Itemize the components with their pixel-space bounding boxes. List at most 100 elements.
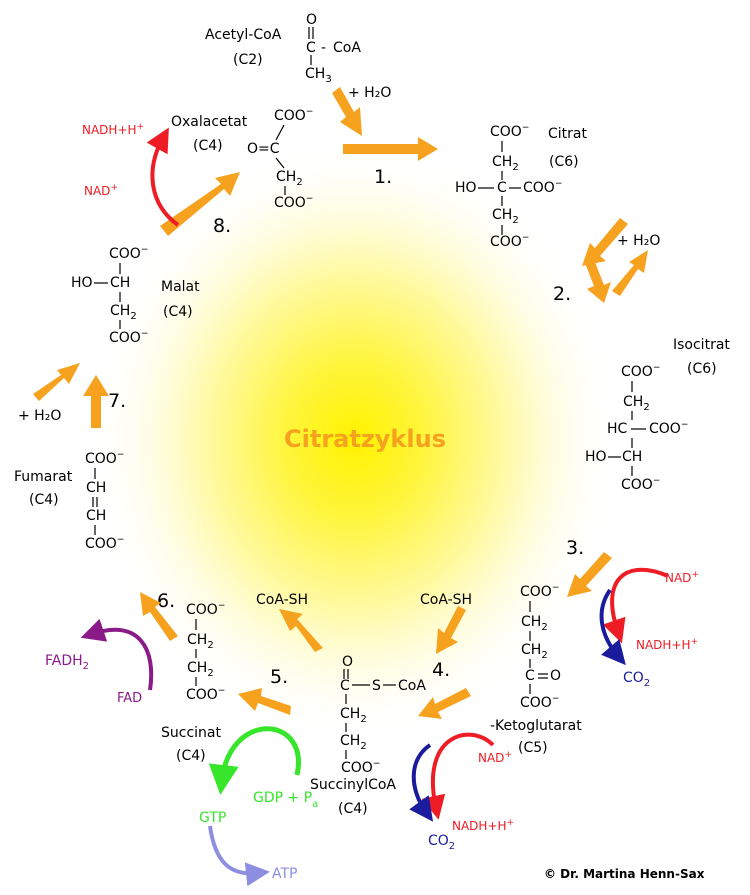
svg-text:COO−: COO− <box>649 420 688 437</box>
svg-text:COO−: COO− <box>85 450 124 467</box>
svg-text:CH2: CH2 <box>340 733 367 752</box>
copyright-notice: © Dr. Martina Henn-Sax <box>544 867 705 881</box>
svg-text:CH2: CH2 <box>340 706 367 725</box>
svg-text:CH2: CH2 <box>187 632 214 651</box>
fumarat-label: Fumarat <box>14 469 73 485</box>
coash-label-step5: CoA-SH <box>256 592 308 608</box>
atp-arrow <box>208 825 270 887</box>
svg-text:COO−: COO− <box>109 329 148 346</box>
svg-text:CH: CH <box>110 275 130 291</box>
step-number-8: 8. <box>213 215 231 237</box>
succinat-molecule: COO− CH2 CH2 COO− Succinat (C4) <box>161 601 225 764</box>
svg-text:S: S <box>372 678 381 694</box>
svg-text:COO−: COO− <box>490 233 529 250</box>
fad-label: FAD <box>117 691 142 706</box>
svg-text:CH2: CH2 <box>187 660 214 679</box>
svg-text:C: C <box>340 678 350 694</box>
svg-text:O: O <box>550 668 561 684</box>
step-number-3: 3. <box>566 537 584 559</box>
h2o-step2: + H₂O <box>617 233 660 249</box>
h2o-step7-arrow <box>33 363 80 401</box>
svg-text:COO−: COO− <box>341 759 380 776</box>
gdp-label: GDP + Pa <box>253 790 318 810</box>
acetyl-coa-molecule: Acetyl-CoA (C2) O C - CoA CH3 <box>205 12 361 85</box>
svg-text:CoA: CoA <box>333 40 361 56</box>
nad-arrow-step3 <box>602 567 669 644</box>
acetyl-coa-label: Acetyl-CoA <box>205 27 282 43</box>
svg-text:COO−: COO− <box>520 694 559 711</box>
svg-text:COO−: COO− <box>490 123 529 140</box>
svg-text:COO−: COO− <box>621 363 660 380</box>
citrat-molecule: COO− CH2 HO C COO− CH2 COO− Citrat (C6) <box>455 123 587 250</box>
svg-text:COO−: COO− <box>274 194 313 211</box>
ketoglutarat-carbons: (C5) <box>518 740 548 756</box>
svg-text:-: - <box>321 40 326 56</box>
coash-label-step4: CoA-SH <box>420 592 472 608</box>
co2-label-step3: CO2 <box>623 670 650 689</box>
nad-arrow-step4 <box>421 732 495 820</box>
co2-arrow-step3 <box>599 588 626 666</box>
svg-text:O: O <box>306 12 317 28</box>
step5-arrow <box>238 688 291 715</box>
svg-text:COO−: COO− <box>85 535 124 552</box>
h2o-step7: + H₂O <box>18 408 61 424</box>
svg-text:CH2: CH2 <box>521 614 548 633</box>
ketoglutarat-label: -Ketoglutarat <box>490 718 582 734</box>
svg-text:CH2: CH2 <box>492 154 519 173</box>
step7-arrow <box>83 375 109 428</box>
succinylcoa-carbons: (C4) <box>338 801 368 817</box>
svg-text:CH2: CH2 <box>623 394 650 413</box>
svg-text:COO−: COO− <box>186 601 225 618</box>
nad-label-step3: NAD+ <box>665 570 699 585</box>
isocitrat-carbons: (C6) <box>687 361 717 377</box>
malat-carbons: (C4) <box>163 304 193 320</box>
coash-out-arrow <box>279 609 323 652</box>
malat-molecule: COO− HO CH CH2 COO− Malat (C4) <box>71 245 200 346</box>
step-number-2: 2. <box>553 283 571 305</box>
svg-text:O: O <box>342 654 353 670</box>
svg-text:CH3: CH3 <box>305 66 332 85</box>
step-number-6: 6. <box>157 590 175 612</box>
gtp-arrow <box>208 726 301 795</box>
svg-text:CH: CH <box>86 508 106 524</box>
oxalacetat-molecule: Oxalacetat (C4) COO− O=C CH2 COO− <box>171 107 313 211</box>
svg-text:CH2: CH2 <box>276 169 303 188</box>
step8-arrow <box>160 172 240 236</box>
succinat-label: Succinat <box>161 725 221 741</box>
svg-text:CoA: CoA <box>398 678 426 694</box>
nad-label-step8: NAD+ <box>84 183 118 198</box>
svg-text:CH2: CH2 <box>492 207 519 226</box>
fumarat-molecule: COO− CH CH COO− Fumarat (C4) <box>14 450 124 552</box>
svg-text:CH: CH <box>86 480 106 496</box>
nadh-label-step8: NADH+H+ <box>82 122 144 137</box>
svg-text:HO: HO <box>455 180 477 196</box>
nad-arrow-step8 <box>146 127 180 227</box>
atp-label: ATP <box>272 866 297 882</box>
isocitrat-molecule: Isocitrat (C6) COO− CH2 HC COO− HO CH CO… <box>585 337 730 493</box>
citrat-label: Citrat <box>548 126 587 142</box>
step4-arrow <box>418 688 471 719</box>
succinylcoa-molecule: O C S CoA CH2 CH2 COO− SuccinylCoA (C4) <box>310 654 426 817</box>
gtp-label: GTP <box>199 810 226 826</box>
h2o-step1: + H₂O <box>348 85 391 101</box>
svg-text:HO: HO <box>585 449 607 465</box>
nadh-label-step3: NADH+H+ <box>636 637 698 652</box>
svg-text:COO−: COO− <box>523 179 562 196</box>
nad-label-step4: NAD+ <box>478 750 512 765</box>
svg-text:COO−: COO− <box>186 686 225 703</box>
oxalacetat-carbons: (C4) <box>193 138 223 154</box>
step2-arrows <box>582 218 648 303</box>
svg-text:COO−: COO− <box>274 107 313 124</box>
svg-text:CH: CH <box>622 449 642 465</box>
malat-label: Malat <box>161 279 200 295</box>
isocitrat-label: Isocitrat <box>673 337 730 353</box>
acetyl-entry-arrow <box>332 87 362 136</box>
step6-arrow <box>140 592 178 641</box>
co2-arrow-step4 <box>409 743 434 822</box>
step1-arrow <box>343 137 438 161</box>
svg-text:COO−: COO− <box>109 245 148 262</box>
step-number-7: 7. <box>108 390 126 412</box>
yellow-glow-background <box>90 140 620 740</box>
svg-text:C: C <box>497 180 507 196</box>
